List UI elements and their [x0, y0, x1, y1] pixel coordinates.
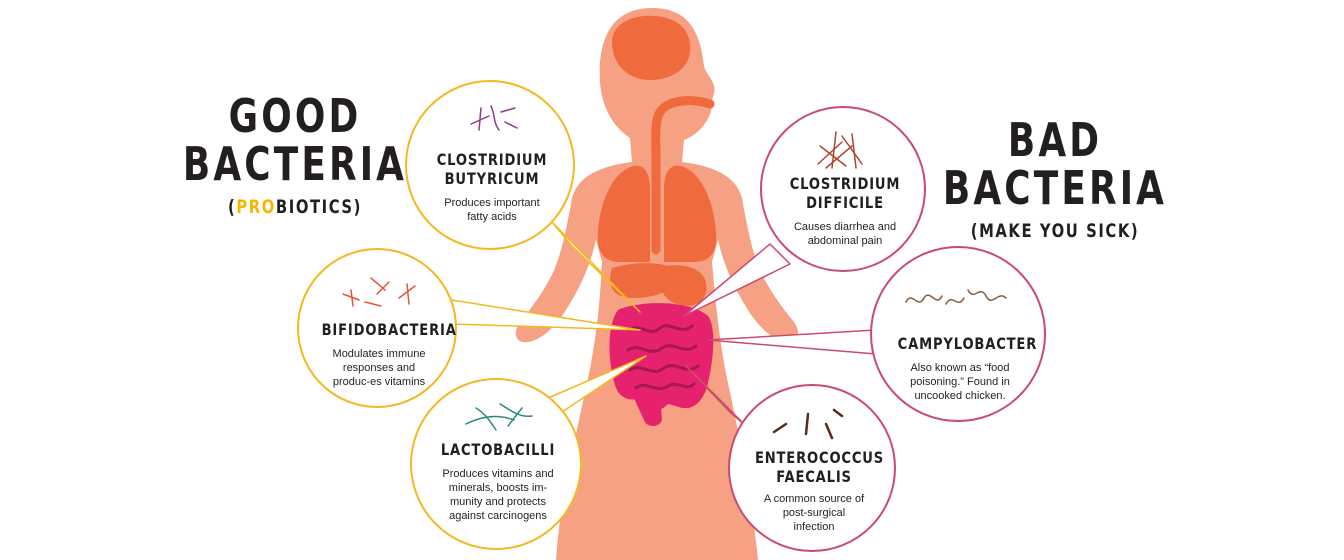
left-lung-shape: [597, 165, 650, 262]
bacteria-description: Causes diarrhea and abdominal pain: [793, 221, 897, 247]
bubble-lactobacilli: LACTOBACILLI Produces vitamins and miner…: [410, 378, 582, 550]
probiotics-accent: PRO: [236, 196, 276, 218]
bacteria-icon: [470, 105, 518, 131]
bacteria-icon: [772, 408, 844, 440]
bad-heading-line1: BAD: [1007, 113, 1103, 167]
good-heading-subtitle: (PROBIOTICS): [227, 196, 363, 218]
good-heading-line1: GOOD: [228, 89, 362, 143]
bacteria-description: Also known as “food poisoning.” Found in…: [910, 362, 1010, 402]
bacteria-icon: [342, 277, 416, 307]
bad-heading-subtitle: (MAKE YOU SICK): [970, 220, 1140, 242]
bacteria-description: Produces vitamins and minerals, boosts i…: [442, 468, 554, 522]
right-lung-shape: [664, 165, 717, 262]
bad-bacteria-heading: BAD BACTERIA (MAKE YOU SICK): [942, 116, 1168, 244]
bacteria-icon: [905, 289, 1007, 305]
bacteria-name: LACTOBACILLI: [440, 440, 556, 459]
bacteria-icon: [465, 403, 533, 431]
bacteria-description: Modulates immune responses and produc-es…: [332, 348, 426, 388]
bad-bacteria-pointers: [683, 243, 877, 427]
bacteria-description: Produces important fatty acids: [444, 197, 540, 223]
bubble-bifidobacteria: BIFIDOBACTERIA Modulates immune response…: [297, 248, 457, 408]
bubble-campylobacter: CAMPYLOBACTER Also known as “food poison…: [870, 246, 1046, 422]
good-heading-line2: BACTERIA: [182, 137, 408, 191]
bacteria-icon: [817, 131, 863, 169]
bacteria-name: CAMPYLOBACTER: [897, 334, 1038, 353]
bad-heading-line2: BACTERIA: [942, 161, 1168, 215]
good-bacteria-heading: GOOD BACTERIA (PROBIOTICS): [182, 92, 408, 220]
liver-shape: [610, 263, 677, 298]
stomach-shape: [659, 265, 707, 306]
brain-shape: [612, 15, 691, 80]
bacteria-description: A common source of post-surgical infecti…: [763, 493, 865, 533]
esophagus-shape: [651, 96, 715, 255]
bacteria-name: BIFIDOBACTERIA: [321, 320, 457, 339]
